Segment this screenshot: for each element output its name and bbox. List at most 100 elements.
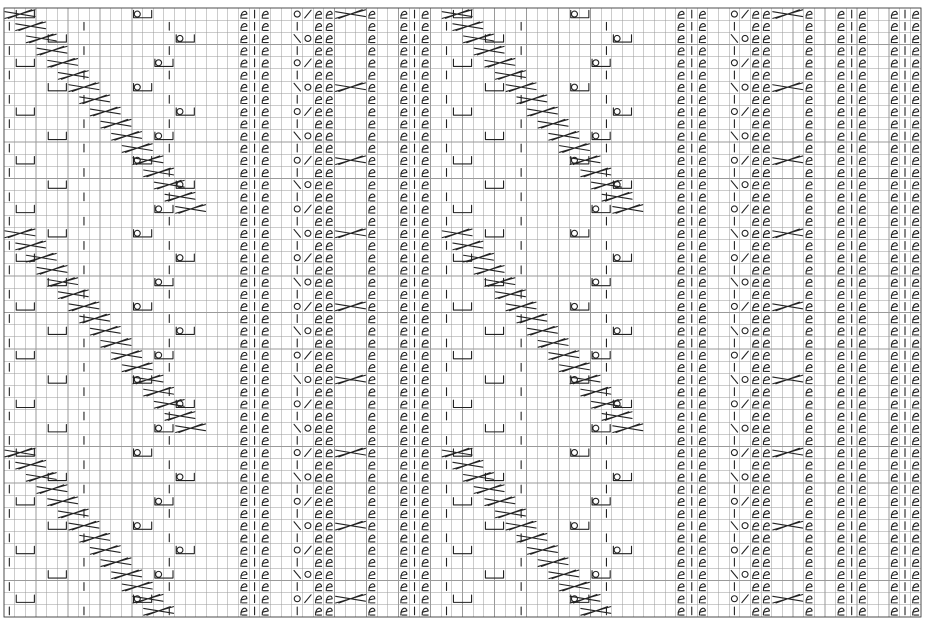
twisted-stitch (806, 292, 812, 299)
cable-cross (773, 83, 803, 92)
twisted-stitch (316, 97, 322, 104)
twisted-stitch (369, 389, 375, 396)
twisted-stitch (699, 36, 705, 43)
yarn-over (731, 157, 737, 163)
twisted-stitch (763, 438, 769, 445)
twisted-stitch (699, 267, 705, 274)
yarn-over (742, 377, 748, 383)
twisted-stitch (326, 194, 332, 201)
twisted-stitch (859, 438, 865, 445)
k2tog-stitch (305, 546, 311, 554)
twisted-stitch (326, 450, 332, 457)
twisted-stitch (806, 194, 812, 201)
twisted-stitch (401, 511, 407, 518)
twisted-stitch (699, 511, 705, 518)
twisted-stitch (262, 352, 268, 359)
twisted-stitch (838, 450, 844, 457)
twisted-stitch (241, 438, 247, 445)
twisted-stitch (678, 389, 684, 396)
twisted-stitch (369, 511, 375, 518)
k2tog-stitch (305, 595, 311, 603)
twisted-stitch (891, 413, 897, 420)
twisted-stitch (241, 389, 247, 396)
twisted-stitch (678, 121, 684, 128)
twisted-stitch (838, 584, 844, 591)
cable-cross (560, 363, 590, 372)
twisted-stitch (401, 84, 407, 91)
twisted-stitch (369, 109, 375, 116)
yarn-over (731, 11, 737, 17)
twisted-stitch (859, 279, 865, 286)
twisted-stitch (326, 243, 332, 250)
yarn-over (593, 60, 599, 66)
cable-cross (5, 229, 35, 238)
yarn-over (294, 109, 300, 115)
ssk-stitch (731, 473, 737, 481)
twisted-stitch (913, 401, 919, 408)
twisted-stitch (678, 267, 684, 274)
twisted-stitch (806, 401, 812, 408)
ssk-stitch (731, 35, 737, 43)
yarn-over (177, 328, 183, 334)
twisted-stitch (678, 462, 684, 469)
twisted-stitch (753, 596, 759, 603)
twisted-stitch (262, 11, 268, 18)
twisted-stitch (678, 535, 684, 542)
twisted-stitch (891, 438, 897, 445)
twisted-stitch (838, 462, 844, 469)
twisted-stitch (678, 243, 684, 250)
twisted-stitch (678, 170, 684, 177)
twisted-stitch (369, 182, 375, 189)
twisted-stitch (763, 535, 769, 542)
twisted-stitch (806, 97, 812, 104)
twisted-stitch (891, 48, 897, 55)
twisted-stitch (316, 60, 322, 67)
twisted-stitch (369, 365, 375, 372)
yarn-over (156, 206, 162, 212)
twisted-stitch (369, 328, 375, 335)
yarn-over (742, 425, 748, 431)
twisted-stitch (422, 425, 428, 432)
ssk-stitch (731, 376, 737, 384)
twisted-stitch (369, 316, 375, 323)
twisted-stitch (422, 499, 428, 506)
twisted-stitch (369, 413, 375, 420)
twisted-stitch (806, 267, 812, 274)
twisted-stitch (763, 60, 769, 67)
twisted-stitch (763, 450, 769, 457)
twisted-stitch (678, 450, 684, 457)
twisted-stitch (699, 133, 705, 140)
twisted-stitch (806, 231, 812, 238)
twisted-stitch (678, 425, 684, 432)
twisted-stitch (326, 511, 332, 518)
twisted-stitch (678, 328, 684, 335)
twisted-stitch (806, 365, 812, 372)
ssk-stitch (294, 522, 300, 530)
ssk-stitch (294, 35, 300, 43)
twisted-stitch (699, 547, 705, 554)
cable-cross (90, 327, 120, 336)
twisted-stitch (401, 499, 407, 506)
cable-cross (464, 34, 494, 43)
cable-cross (336, 302, 366, 311)
twisted-stitch (753, 36, 759, 43)
twisted-stitch (369, 486, 375, 493)
twisted-stitch (326, 547, 332, 554)
cable-cross (101, 558, 131, 567)
cable-cross (16, 22, 46, 31)
twisted-stitch (401, 304, 407, 311)
twisted-stitch (753, 425, 759, 432)
twisted-stitch (913, 523, 919, 530)
twisted-stitch (422, 11, 428, 18)
twisted-stitch (369, 596, 375, 603)
twisted-stitch (806, 377, 812, 384)
twisted-stitch (316, 158, 322, 165)
twisted-stitch (753, 255, 759, 262)
twisted-stitch (891, 559, 897, 566)
twisted-stitch (699, 243, 705, 250)
twisted-stitch (369, 474, 375, 481)
twisted-stitch (913, 36, 919, 43)
twisted-stitch (753, 365, 759, 372)
twisted-stitch (422, 547, 428, 554)
twisted-stitch (859, 499, 865, 506)
